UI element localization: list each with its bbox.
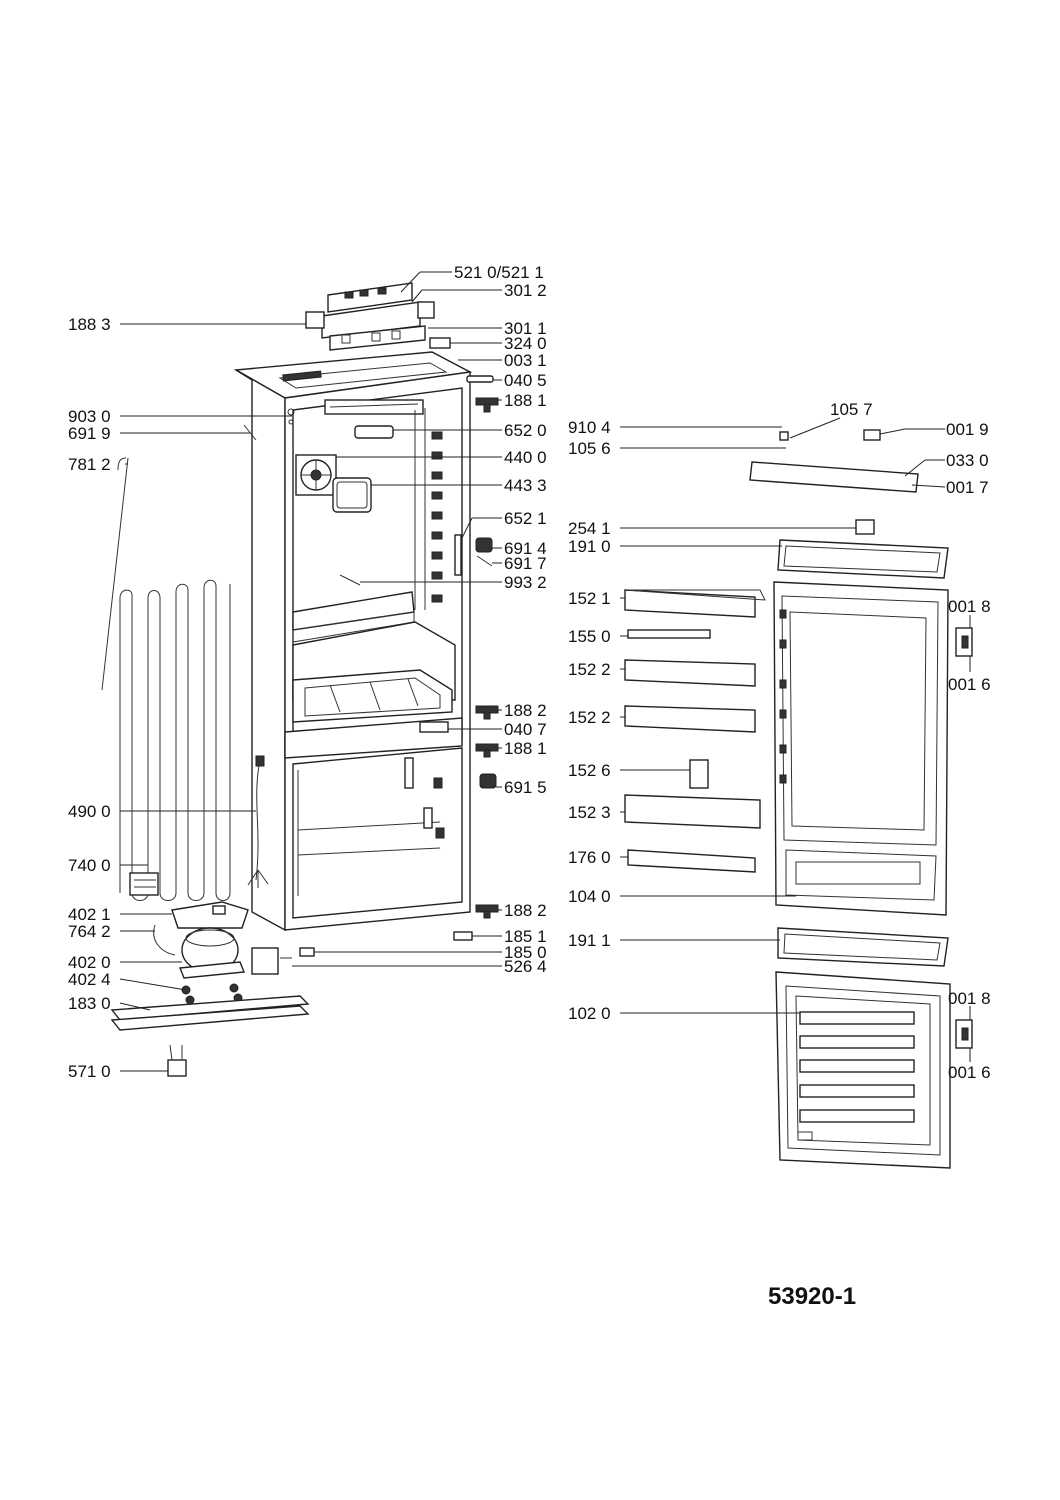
callout-188-2: 188 2: [504, 701, 547, 720]
callout-903-0: 903 0: [68, 407, 111, 426]
callout-571-0: 571 0: [68, 1062, 111, 1081]
callout-526-4: 526 4: [504, 957, 547, 976]
cabinet: [233, 351, 473, 932]
callout-152-2: 152 2: [568, 660, 611, 679]
power-cable: [247, 755, 269, 888]
door-bin-clips: [779, 609, 787, 784]
callout-301-1: 301 1: [504, 319, 547, 338]
callout-402-0: 402 0: [68, 953, 111, 972]
upper-door: [624, 429, 973, 916]
hinge-188-1a: [475, 397, 499, 413]
callout-191-1: 191 1: [568, 931, 611, 950]
callout-185-1: 185 1: [504, 927, 547, 946]
lower-door: [775, 927, 973, 1169]
callout-001-9: 001 9: [946, 420, 989, 439]
callout-402-1: 402 1: [68, 905, 111, 924]
callout-652-1: 652 1: [504, 509, 547, 528]
control-panel-assembly: [305, 282, 451, 351]
callout-001-6: 001 6: [948, 675, 991, 694]
callout-781-2: 781 2: [68, 455, 111, 474]
callout-152-3: 152 3: [568, 803, 611, 822]
callout-324-0: 324 0: [504, 334, 547, 353]
shelf-supports: [431, 431, 443, 603]
leader-lines: [119, 271, 971, 1072]
callout-191-0: 191 0: [568, 537, 611, 556]
callout-033-0: 033 0: [946, 451, 989, 470]
callout-254-1: 254 1: [568, 519, 611, 538]
callout-105-6: 105 6: [568, 439, 611, 458]
callout-443-3: 443 3: [504, 476, 547, 495]
callout-691-9: 691 9: [68, 424, 111, 443]
callout-105-7: 105 7: [830, 400, 873, 419]
callout-188-1: 188 1: [504, 391, 547, 410]
callout-040-7: 040 7: [504, 720, 547, 739]
callout-910-4: 910 4: [568, 418, 611, 437]
condenser: [101, 457, 231, 901]
callout-183-0: 183 0: [68, 994, 111, 1013]
callout-402-4: 402 4: [68, 970, 111, 989]
callout-740-0: 740 0: [68, 856, 111, 875]
callout-155-0: 155 0: [568, 627, 611, 646]
callout-440-0: 440 0: [504, 448, 547, 467]
diagram-reference-number: 53920-1: [768, 1283, 856, 1310]
callout-188-2: 188 2: [504, 901, 547, 920]
callout-001-8: 001 8: [948, 989, 991, 1008]
compressor-group: [110, 901, 310, 1031]
callout-003-1: 003 1: [504, 351, 547, 370]
callout-188-3: 188 3: [68, 315, 111, 334]
callout-152-1: 152 1: [568, 589, 611, 608]
callout-764-2: 764 2: [68, 922, 111, 941]
callout-labels: 521 0/521 1 301 2 188 3 301 1 324 0 003 …: [68, 263, 991, 1082]
callout-521-0: 521 0/521 1: [454, 263, 544, 282]
callout-176-0: 176 0: [568, 848, 611, 867]
callout-691-5: 691 5: [504, 778, 547, 797]
callout-490-0: 490 0: [68, 802, 111, 821]
callout-040-5: 040 5: [504, 371, 547, 390]
relay-571: [167, 1044, 187, 1077]
callout-301-2: 301 2: [504, 281, 547, 300]
callout-185-0: 185 0: [504, 943, 547, 962]
callout-102-0: 102 0: [568, 1004, 611, 1023]
callout-188-1: 188 1: [504, 739, 547, 758]
callout-152-2: 152 2: [568, 708, 611, 727]
callout-152-6: 152 6: [568, 761, 611, 780]
callout-001-8: 001 8: [948, 597, 991, 616]
callout-993-2: 993 2: [504, 573, 547, 592]
door-bins: [624, 589, 766, 873]
callout-001-7: 001 7: [946, 478, 989, 497]
callout-652-0: 652 0: [504, 421, 547, 440]
callout-691-7: 691 7: [504, 554, 547, 573]
callout-691-4: 691 4: [504, 539, 547, 558]
callout-001-6: 001 6: [948, 1063, 991, 1082]
callout-104-0: 104 0: [568, 887, 611, 906]
fan-assembly: [295, 454, 337, 496]
